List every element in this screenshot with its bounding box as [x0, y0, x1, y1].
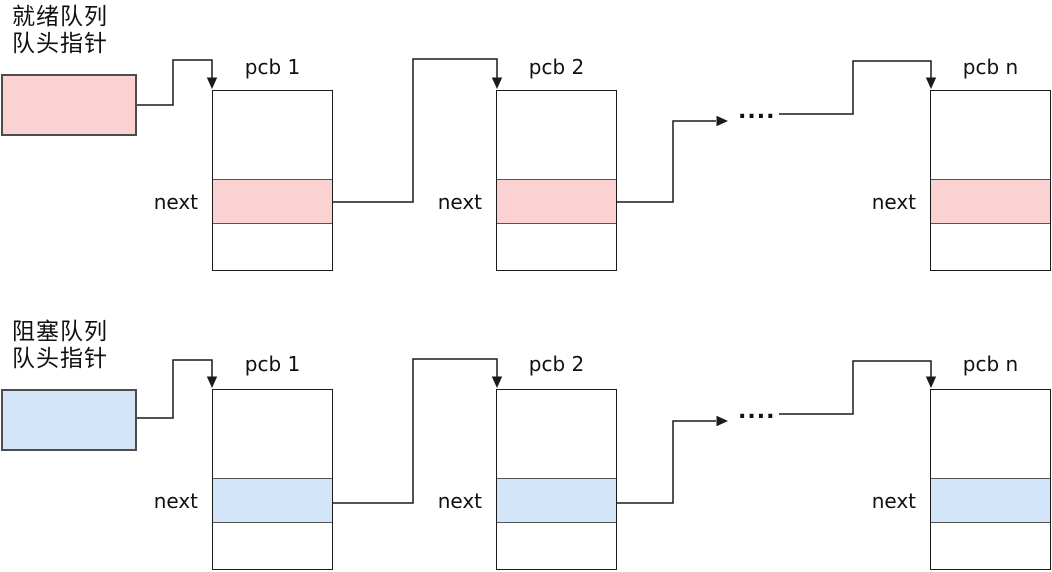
queue-name: 就绪队列 — [12, 4, 108, 30]
next-pointer-field — [931, 478, 1050, 523]
pcb-node-box — [930, 389, 1051, 570]
next-field-label: next — [153, 489, 198, 513]
next-field-label: next — [437, 489, 482, 513]
pcb-title: pcb 1 — [244, 55, 301, 79]
queue-label: 就绪队列 队头指针 — [12, 4, 108, 58]
next-field-label: next — [153, 190, 198, 214]
next-pointer-field — [497, 478, 616, 523]
queue-head-pointer-label: 队头指针 — [12, 31, 108, 57]
next-field-label: next — [871, 190, 916, 214]
queue-name: 阻塞队列 — [12, 319, 108, 345]
ellipsis-to-pcbn-line — [779, 60, 932, 115]
arrowhead-down-icon — [491, 77, 503, 89]
pcb-node-box — [930, 90, 1051, 271]
pcb-title: pcb 2 — [528, 55, 585, 79]
queue-head-pointer-box — [1, 389, 137, 451]
arrowhead-right-icon — [716, 415, 728, 427]
head-to-pcb1-line — [137, 59, 213, 106]
arrowhead-down-icon — [206, 376, 218, 388]
ellipsis-to-pcbn-line — [779, 360, 932, 415]
blocked-queue-connectors — [137, 358, 937, 504]
head-to-pcb1-line — [137, 359, 213, 419]
queue-label: 阻塞队列 队头指针 — [12, 319, 108, 373]
next-field-label: next — [437, 190, 482, 214]
pcb-title: pcb n — [962, 55, 1019, 79]
pcb2-to-ellipsis-line — [616, 120, 716, 203]
arrowhead-down-icon — [925, 376, 937, 388]
arrowhead-right-icon — [716, 115, 728, 127]
pcb1-to-pcb2-line — [332, 358, 498, 504]
pcb-node-box — [212, 389, 333, 570]
pcb1-to-pcb2-line — [332, 58, 498, 203]
pcb-title: pcb 2 — [528, 352, 585, 376]
next-pointer-field — [931, 179, 1050, 224]
queue-head-pointer-label: 队头指针 — [12, 346, 108, 372]
next-pointer-field — [213, 179, 332, 224]
arrowhead-down-icon — [491, 376, 503, 388]
pcb-node-box — [496, 389, 617, 570]
next-pointer-field — [497, 179, 616, 224]
queue-head-pointer-box — [1, 74, 137, 136]
pcb-node-box — [496, 90, 617, 271]
ready-queue-connectors — [137, 58, 937, 203]
next-pointer-field — [213, 478, 332, 523]
pcb2-to-ellipsis-line — [616, 420, 716, 504]
arrowhead-down-icon — [206, 77, 218, 89]
arrowhead-down-icon — [925, 77, 937, 89]
pcb-title: pcb 1 — [244, 352, 301, 376]
pcb-node-box — [212, 90, 333, 271]
ellipsis-text: .... — [738, 399, 776, 424]
pcb-title: pcb n — [962, 352, 1019, 376]
next-field-label: next — [871, 489, 916, 513]
ellipsis-text: .... — [738, 99, 776, 124]
